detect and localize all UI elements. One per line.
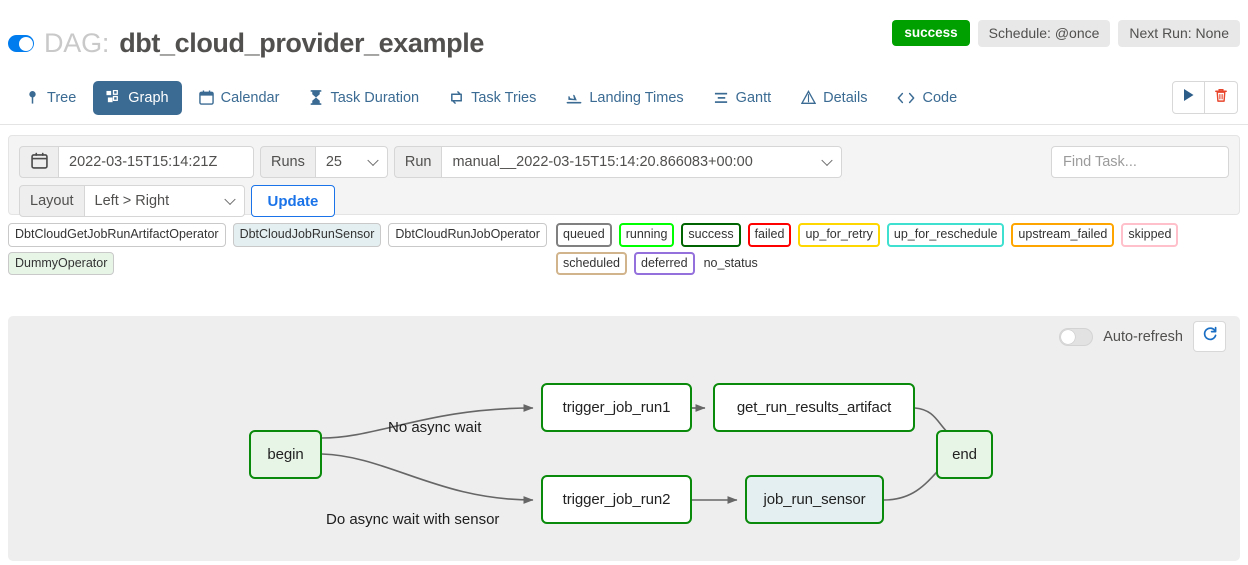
tab-task-tries[interactable]: Task Tries <box>436 81 549 115</box>
tab-label: Code <box>922 89 958 106</box>
landing-icon <box>566 90 582 105</box>
refresh-icon <box>1202 326 1218 347</box>
dag-run-select[interactable]: manual__2022-03-15T15:14:20.866083+00:00 <box>442 146 843 178</box>
graph-node-job-run-sensor[interactable]: job_run_sensor <box>745 475 884 524</box>
operator-legend: DbtCloudGetJobRunArtifactOperator DbtClo… <box>8 223 548 275</box>
triangle-info-icon <box>801 90 817 105</box>
legend-operator[interactable]: DbtCloudRunJobOperator <box>388 223 547 247</box>
tab-list: Tree Graph Calendar Task Duration Task T <box>12 70 970 125</box>
graph-node-trigger-job-run1[interactable]: trigger_job_run1 <box>541 383 692 432</box>
tab-label: Graph <box>128 89 169 106</box>
auto-refresh-toggle[interactable] <box>1059 327 1094 346</box>
update-button[interactable]: Update <box>250 185 336 217</box>
legend-state-failed[interactable]: failed <box>747 223 792 247</box>
tab-label: Task Duration <box>330 89 420 106</box>
tab-bar: Tree Graph Calendar Task Duration Task T <box>0 70 1248 125</box>
base-date-input[interactable]: 2022-03-15T15:14:21Z <box>59 146 254 178</box>
tab-label: Task Tries <box>471 89 537 106</box>
legend-state-scheduled[interactable]: scheduled <box>556 251 627 275</box>
graph-edges <box>321 404 956 504</box>
legend-state-queued[interactable]: queued <box>556 223 612 247</box>
layout-group: Layout Left > Right <box>19 185 245 217</box>
tab-label: Details <box>823 89 868 106</box>
layout-select[interactable]: Left > Right <box>84 185 245 217</box>
tab-graph[interactable]: Graph <box>93 80 182 115</box>
state-legend: queued running success failed up_for_ret… <box>556 223 1240 275</box>
graph-node-begin[interactable]: begin <box>249 430 322 479</box>
trash-icon <box>1214 88 1228 108</box>
delete-dag-button[interactable] <box>1205 81 1238 114</box>
num-runs-select[interactable]: 25 <box>315 146 388 178</box>
find-task-input[interactable]: Find Task... <box>1051 146 1229 178</box>
graph-toolbar: Auto-refresh <box>1059 321 1226 352</box>
legend-state-up-for-reschedule[interactable]: up_for_reschedule <box>886 223 1005 247</box>
tab-code[interactable]: Code <box>884 81 970 115</box>
base-date-group: 2022-03-15T15:14:21Z <box>19 146 254 178</box>
graph-node-trigger-job-run2[interactable]: trigger_job_run2 <box>541 475 692 524</box>
page-header: DAG: dbt_cloud_provider_example success … <box>0 0 1248 70</box>
legend-operator[interactable]: DbtCloudGetJobRunArtifactOperator <box>8 223 226 247</box>
hourglass-icon <box>309 90 323 105</box>
schedule-badge[interactable]: Schedule: @once <box>977 20 1111 47</box>
code-icon <box>897 91 915 105</box>
tab-gantt[interactable]: Gantt <box>701 81 784 115</box>
tab-label: Landing Times <box>589 89 684 106</box>
tab-label: Tree <box>47 89 77 106</box>
dag-label: DAG: <box>44 28 110 58</box>
legend-state-upstream-failed[interactable]: upstream_failed <box>1011 223 1115 247</box>
layout-label: Layout <box>19 185 85 217</box>
dag-paused-toggle[interactable] <box>8 35 34 52</box>
legend: DbtCloudGetJobRunArtifactOperator DbtClo… <box>8 223 1240 275</box>
runs-label: Runs <box>260 146 316 178</box>
legend-state-skipped[interactable]: skipped <box>1121 223 1179 247</box>
legend-state-deferred[interactable]: deferred <box>634 251 695 275</box>
edge-label-do-async-wait: Do async wait with sensor <box>326 511 500 528</box>
tab-calendar[interactable]: Calendar <box>186 81 293 115</box>
tab-details[interactable]: Details <box>788 81 880 115</box>
legend-state-no-status: no_status <box>703 255 758 270</box>
calendar-icon <box>30 152 48 173</box>
graph-icon <box>106 90 121 105</box>
tab-tree[interactable]: Tree <box>12 81 89 115</box>
refresh-button[interactable] <box>1193 321 1226 352</box>
legend-state-success[interactable]: success <box>681 223 741 247</box>
tab-label: Calendar <box>220 89 280 106</box>
trigger-dag-button[interactable] <box>1172 81 1205 114</box>
graph-node-end[interactable]: end <box>936 430 993 479</box>
page-title: dbt_cloud_provider_example <box>119 28 484 58</box>
calendar-icon <box>198 90 214 105</box>
tree-icon <box>25 90 40 105</box>
legend-operator[interactable]: DummyOperator <box>8 251 115 275</box>
auto-refresh-label: Auto-refresh <box>1103 328 1183 345</box>
legend-operator[interactable]: DbtCloudJobRunSensor <box>232 223 382 247</box>
filter-row-top: 2022-03-15T15:14:21Z Runs 25 Run manual_… <box>19 146 1229 178</box>
legend-state-up-for-retry[interactable]: up_for_retry <box>798 223 880 247</box>
run-label: Run <box>393 146 443 178</box>
status-badge: success <box>892 20 970 47</box>
filter-row-bottom: Layout Left > Right Update <box>19 185 1229 217</box>
run-group: Run manual__2022-03-15T15:14:20.866083+0… <box>393 146 843 178</box>
tab-landing-times[interactable]: Landing Times <box>553 81 696 115</box>
calendar-picker-button[interactable] <box>19 146 59 178</box>
graph-panel[interactable]: Auto-refresh begin trigge <box>8 316 1240 561</box>
play-icon <box>1182 88 1195 107</box>
gantt-icon <box>714 90 729 105</box>
graph-node-get-run-results-artifact[interactable]: get_run_results_artifact <box>713 383 915 432</box>
dag-title-row: DAG: dbt_cloud_provider_example <box>8 28 484 59</box>
next-run-badge: Next Run: None <box>1118 20 1240 47</box>
tab-task-duration[interactable]: Task Duration <box>296 81 432 115</box>
retry-icon <box>449 90 464 105</box>
header-badges: success Schedule: @once Next Run: None <box>892 20 1240 47</box>
runs-group: Runs 25 <box>260 146 388 178</box>
tab-actions <box>1172 81 1238 114</box>
filter-bar: 2022-03-15T15:14:21Z Runs 25 Run manual_… <box>8 135 1240 217</box>
edge-label-no-async-wait: No async wait <box>388 419 482 436</box>
tab-label: Gantt <box>735 89 772 106</box>
legend-state-running[interactable]: running <box>618 223 675 247</box>
